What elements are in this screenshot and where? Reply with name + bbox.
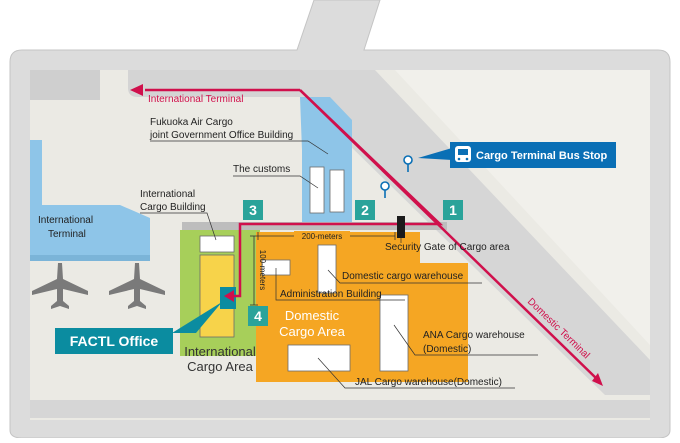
road-diagonal (300, 70, 650, 395)
domestic-cargo-warehouse (317, 244, 337, 294)
government-office-label: joint Government Office Building (149, 130, 293, 141)
svg-text:1: 1 (449, 202, 457, 218)
intl-cargo-area-label-2: Cargo Area (187, 359, 254, 374)
svg-text:2: 2 (361, 202, 369, 218)
customs-label: The customs (233, 164, 290, 175)
international-terminal-route-label: International Terminal (148, 94, 243, 105)
svg-text:4: 4 (254, 308, 262, 324)
arrow-icon (224, 290, 234, 302)
arrow-icon (592, 373, 603, 386)
ana-warehouse-label-1: ANA Cargo warehouse (423, 330, 525, 341)
ana-warehouse-label-2: (Domestic) (423, 344, 471, 355)
marker-1 (443, 200, 463, 220)
pin-icon (380, 181, 390, 198)
outer-field (395, 70, 650, 345)
bus-stop-label: Cargo Terminal Bus Stop (476, 150, 607, 162)
arrow-icon (130, 84, 143, 96)
factl-office-label: FACTL Office (70, 333, 159, 349)
customs-building-a (309, 166, 325, 214)
svg-text:3: 3 (249, 202, 257, 218)
airplane-icon (32, 263, 88, 309)
intl-cargo-building-label-2: Cargo Building (140, 202, 206, 213)
domestic-cargo-area-label-2: Cargo Area (279, 324, 346, 339)
factl-office-label-box (55, 328, 173, 354)
cargo-access-road (182, 222, 447, 230)
international-terminal-building (30, 140, 150, 255)
distance-100-label: 100-meters (258, 250, 267, 290)
route-lines (145, 88, 599, 381)
ana-cargo-warehouse (379, 294, 409, 372)
bus-icon (455, 146, 471, 162)
marker-3 (243, 200, 263, 220)
domestic-cargo-area (256, 232, 468, 382)
domestic-cargo-warehouse-label: Domestic cargo warehouse (342, 271, 464, 282)
bus-stop-label-box (450, 142, 616, 168)
intl-cargo-building-label-1: International (140, 189, 195, 200)
road-bottom (30, 400, 650, 418)
intl-terminal-label-2: Terminal (48, 229, 86, 240)
distance-200-label: 200-meters (302, 232, 342, 241)
route-to-domestic-terminal (299, 89, 599, 381)
jal-warehouse-label: JAL Cargo warehouse(Domestic) (355, 377, 502, 388)
pin-icon (403, 155, 413, 172)
road-top (128, 70, 300, 97)
distance-100-meters (250, 235, 258, 306)
security-gate (397, 216, 405, 238)
apron-top-left (30, 70, 100, 100)
administration-building-label: Administration Building (280, 289, 382, 300)
security-gate-label: Security Gate of Cargo area (385, 242, 510, 253)
intl-cargo-area-label-1: International (184, 344, 256, 359)
customs-building-b (329, 169, 345, 213)
intl-terminal-label-1: International (38, 215, 93, 226)
fukuoka-air-cargo-label: Fukuoka Air Cargo (150, 117, 233, 128)
marker-2 (355, 200, 375, 220)
domestic-cargo-area-label-1: Domestic (285, 308, 340, 323)
airplane-icon (109, 263, 165, 309)
jal-cargo-warehouse (287, 344, 351, 372)
marker-4 (248, 306, 268, 326)
